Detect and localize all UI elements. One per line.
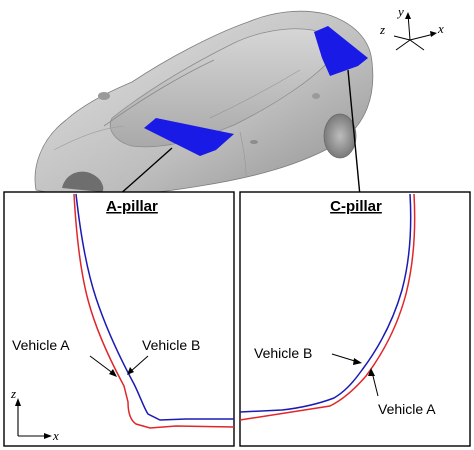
fuel-cap [312, 93, 320, 99]
a-pillar-vehicle-b-label: Vehicle B [142, 337, 200, 353]
c-pillar-vehicle-a-label: Vehicle A [378, 401, 436, 417]
door-line [239, 131, 247, 177]
a-pillar-leader [117, 147, 173, 197]
hood-crease [53, 125, 125, 151]
car-illustration [34, 10, 374, 197]
axes-2d: z x [10, 386, 59, 443]
a-pillar-vehicle-a-curve [73, 193, 235, 429]
a-pillar-vehicle-a-label: Vehicle A [12, 337, 70, 353]
panel-a-pillar-title: A-pillar [106, 198, 158, 215]
axis-3d-x-label: x [437, 21, 444, 36]
c-pillar-leader [347, 69, 361, 197]
c-pillar-vehicle-a-curve [239, 193, 416, 421]
c-pillar-highlight [314, 26, 368, 76]
axis-3d-y-label: y [396, 4, 404, 19]
panel-c-pillar-frame [239, 191, 471, 447]
side-window-line [209, 69, 301, 119]
axis-2d-x-label: x [52, 428, 59, 443]
a-pillar-vehicle-b-leader [129, 355, 149, 373]
panel-a-pillar-frame [3, 191, 235, 447]
axis-2d-z-label: z [10, 386, 16, 401]
c-pillar-vehicle-b-label: Vehicle B [254, 345, 312, 361]
axes-3d: y x z [379, 4, 444, 51]
windshield-edge [103, 59, 215, 127]
door-handle [250, 140, 258, 144]
panel-c-pillar-title: C-pillar [330, 198, 382, 215]
c-pillar-vehicle-b-curve [239, 193, 412, 413]
a-pillar-vehicle-b-curve [75, 193, 234, 421]
panel-a-pillar: A-pillar Vehicle A Vehicle B z x [3, 191, 235, 447]
axis-3d-z-label: z [379, 22, 385, 37]
rear-wheel [323, 113, 357, 159]
side-mirror [98, 92, 110, 100]
a-pillar-vehicle-a-leader [89, 355, 115, 375]
panel-c-pillar: C-pillar Vehicle B Vehicle A [239, 191, 471, 447]
a-pillar-highlight [144, 118, 234, 156]
front-wheel-arch [62, 171, 104, 192]
